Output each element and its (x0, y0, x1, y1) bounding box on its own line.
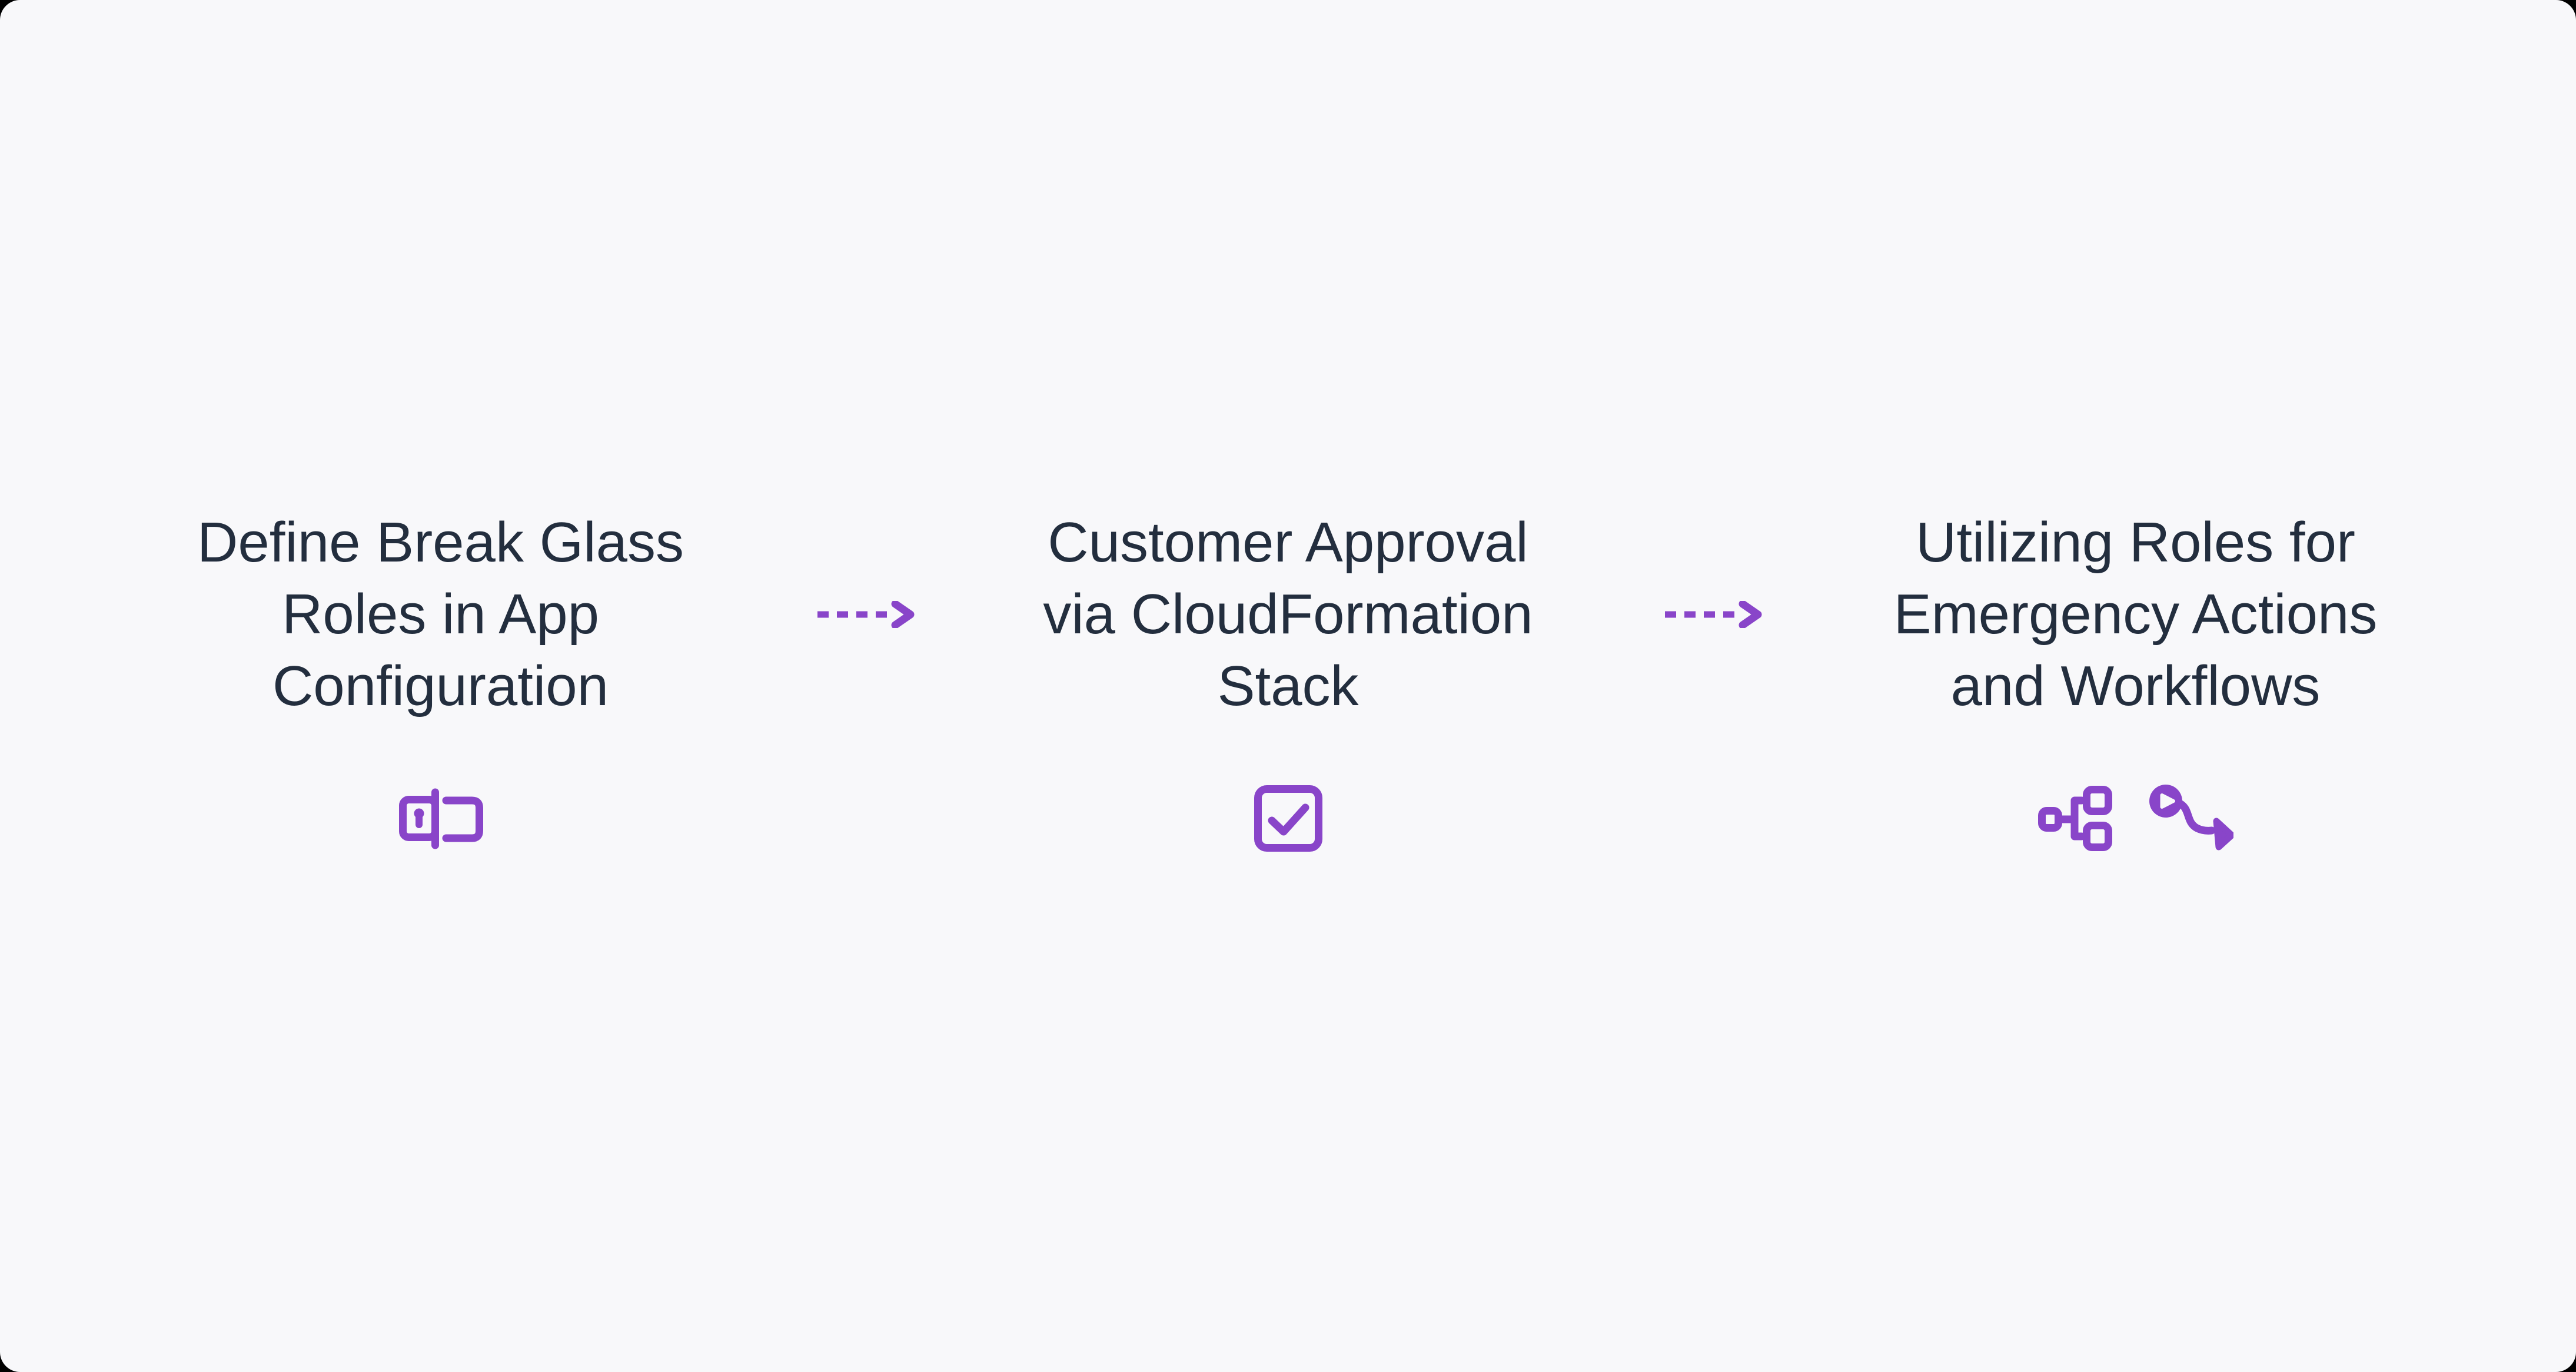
step-1-title: Define Break Glass Roles in App Configur… (197, 510, 684, 717)
dashed-arrow-icon (1664, 600, 1761, 628)
hierarchy-nodes-icon (2037, 786, 2112, 851)
door-lock-icon (398, 788, 483, 849)
play-wavy-arrow-icon (2149, 784, 2233, 850)
step-3-icons (2037, 783, 2233, 854)
step-2-icons (1254, 785, 1322, 852)
dashed-arrow-icon (817, 600, 914, 628)
step-3-title: Utilizing Roles for Emergency Actions an… (1893, 510, 2378, 717)
step-2-title: Customer Approval via CloudFormation Sta… (1043, 510, 1533, 717)
dashed-arrow-connector-1 (815, 600, 915, 628)
checkbox-checked-icon (1254, 785, 1322, 852)
dashed-arrow-connector-2 (1662, 600, 1762, 628)
step-1-icons (398, 788, 483, 849)
break-glass-flow-diagram: Define Break Glass Roles in App Configur… (144, 507, 2433, 854)
